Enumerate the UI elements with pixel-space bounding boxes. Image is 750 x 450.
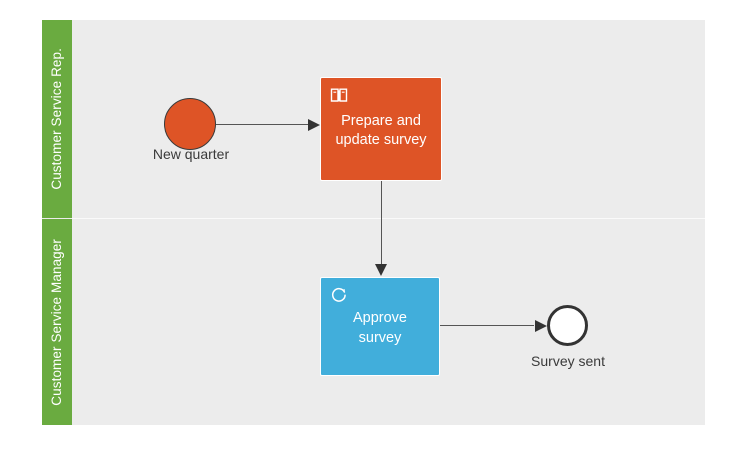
- task-label-approve-survey: Approve survey: [352, 310, 407, 346]
- task-label-prepare-update-survey: Prepare and update survey: [335, 112, 427, 148]
- end-event-survey-sent[interactable]: [547, 305, 588, 346]
- lane-label-customer-service-rep: Customer Service Rep.: [49, 48, 65, 190]
- sequence-flow-prepare-to-approve: [381, 181, 382, 265]
- arrowhead-icon-start-to-prepare: [308, 119, 320, 131]
- task-approve-survey[interactable]: Approve survey: [320, 277, 440, 376]
- lane-header-customer-service-rep[interactable]: Customer Service Rep.: [42, 20, 72, 218]
- arrowhead-icon-approve-to-end: [535, 320, 547, 332]
- sequence-flow-start-to-prepare: [216, 124, 310, 125]
- lane-customer-service-manager[interactable]: Customer Service Manager: [42, 219, 705, 425]
- start-event-label: New quarter: [152, 146, 230, 162]
- lane-customer-service-rep[interactable]: Customer Service Rep.: [42, 20, 705, 218]
- end-event-label: Survey sent: [531, 353, 605, 369]
- start-event-new-quarter[interactable]: [164, 98, 216, 150]
- manual-task-icon: [329, 85, 349, 105]
- arrowhead-icon-prepare-to-approve: [375, 264, 387, 276]
- lane-header-customer-service-manager[interactable]: Customer Service Manager: [42, 219, 72, 425]
- lane-divider: [72, 218, 705, 219]
- loop-icon: [329, 285, 349, 305]
- lane-label-customer-service-manager: Customer Service Manager: [49, 238, 65, 406]
- sequence-flow-approve-to-end: [440, 325, 534, 326]
- task-prepare-update-survey[interactable]: Prepare and update survey: [320, 77, 442, 181]
